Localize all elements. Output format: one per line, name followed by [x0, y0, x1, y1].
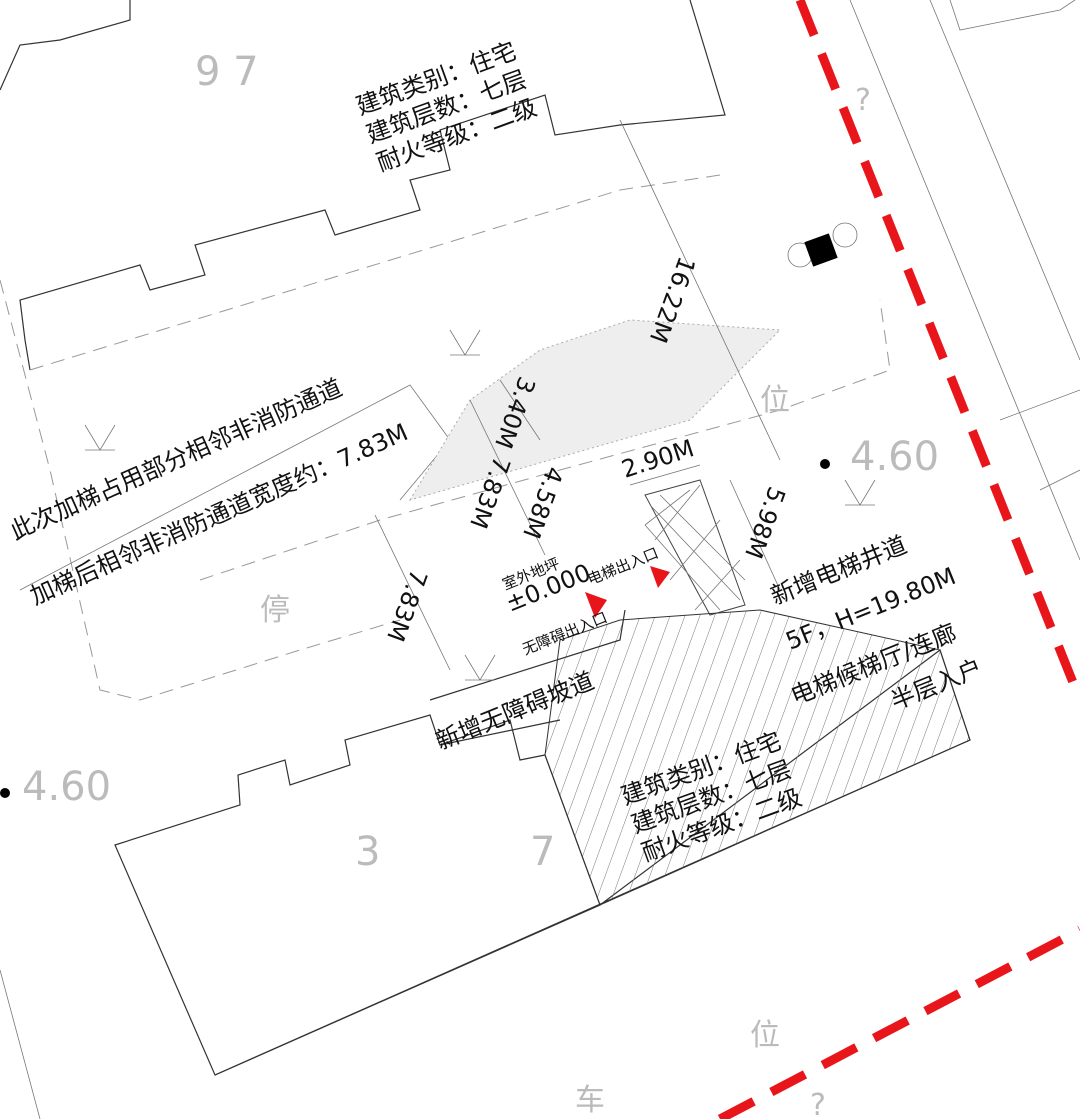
- dimension-lines: [374, 119, 781, 671]
- elevator-entry-arrow-icon: [650, 566, 670, 588]
- unknown-mark: ?: [855, 83, 871, 118]
- hydrant-icon: [787, 222, 858, 268]
- occupied-area-hatch: [408, 319, 782, 501]
- elevation-right: 4.60: [850, 434, 939, 480]
- building-south-outline: [114, 609, 971, 1076]
- parking-label: 车: [575, 1083, 605, 1118]
- dimension-5-98: 5.98M: [739, 483, 791, 562]
- elevation-point-icon: [0, 788, 10, 798]
- accessible-entry-arrow-icon: [585, 592, 607, 618]
- parking-outline: [0, 279, 401, 701]
- note-leader: [19, 384, 451, 591]
- parking-label: 位: [750, 1018, 780, 1053]
- building-south-number-b: 7: [530, 829, 555, 875]
- dimension-2-90: 2.90M: [618, 434, 697, 484]
- elevator-entry-label: 电梯出入口: [585, 544, 661, 589]
- dimension-4-58: 4.58M: [517, 463, 569, 542]
- building-north-number: 9 7: [195, 49, 259, 95]
- property-boundary: [717, 0, 1080, 1119]
- fire-lane-edge: [199, 299, 891, 581]
- elevator-shaft-hatch: [644, 479, 746, 616]
- building-north-outline: [0, 0, 726, 371]
- elevation-point-icon: [820, 459, 830, 469]
- elevation-left: 4.60: [22, 764, 111, 810]
- tree-symbol-icons: [84, 329, 876, 681]
- dimension-7-83-lower: 7.83M: [381, 566, 433, 645]
- building-south-number-a: 3: [355, 829, 380, 875]
- parking-label: 停: [260, 593, 290, 628]
- unknown-mark: ?: [810, 1088, 826, 1119]
- parking-label: 位: [760, 383, 790, 418]
